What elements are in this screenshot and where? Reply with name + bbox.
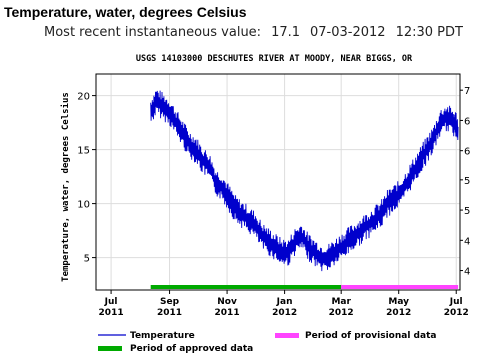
x-tick-year: 2011	[157, 308, 182, 318]
x-tick-month: May	[388, 297, 409, 307]
legend-label-provisional: Period of provisional data	[305, 331, 436, 341]
x-tick-month: Sep	[160, 297, 180, 307]
right-tick-label: 5	[464, 176, 470, 187]
recent-value-label: Most recent instantaneous value:	[44, 25, 262, 40]
right-tick-label: 6	[464, 147, 470, 158]
plot-frame	[95, 73, 461, 291]
y-tick-label: 20	[77, 92, 90, 103]
x-axis-ticks: Jul2011Sep2011Nov2011Jan2012Mar2012May20…	[99, 290, 469, 318]
right-tick-label: 6	[464, 116, 470, 127]
series-group	[150, 90, 459, 272]
chart-title: USGS 14103000 DESCHUTES RIVER AT MOODY, …	[136, 54, 413, 64]
x-tick-year: 2012	[386, 308, 411, 318]
x-tick-year: 2012	[272, 308, 297, 318]
right-axis-ticks: 7 6 6 5 5 4 4	[460, 86, 470, 278]
right-tick-label: 5	[464, 206, 470, 217]
recent-date: 07-03-2012	[310, 25, 386, 40]
legend-swatch-approved	[98, 346, 122, 351]
y-tick-label: 10	[77, 200, 90, 211]
legend-label-temperature: Temperature	[130, 331, 195, 341]
legend-swatch-provisional	[275, 333, 299, 338]
x-tick-month: Jan	[276, 297, 293, 307]
y-axis-label: Temperature, water, degrees Celsius	[60, 92, 71, 282]
x-tick-month: Jul	[449, 297, 463, 307]
y-tick-label: 5	[84, 254, 90, 265]
right-tick-label: 7	[464, 86, 470, 97]
x-tick-year: 2012	[444, 308, 469, 318]
legend-label-approved: Period of approved data	[130, 344, 253, 354]
right-tick-label: 4	[464, 236, 470, 247]
data-periods	[150, 285, 459, 289]
x-tick-year: 2011	[99, 308, 124, 318]
x-tick-year: 2012	[329, 308, 354, 318]
x-tick-year: 2011	[215, 308, 240, 318]
temperature-series-line	[150, 90, 459, 272]
recent-value: 17.1	[271, 25, 301, 40]
period-bar	[341, 285, 459, 289]
page-title: Temperature, water, degrees Celsius	[4, 4, 247, 20]
x-tick-month: Nov	[217, 297, 237, 307]
recent-value-line: Most recent instantaneous value: 17.1 07-0…	[44, 25, 473, 40]
recent-time: 12:30 PDT	[395, 25, 463, 40]
y-axis-ticks: 5 10 15 20	[77, 92, 96, 265]
y-tick-label: 15	[77, 146, 90, 157]
chart-legend: Temperature Period of provisional dataPer…	[98, 331, 436, 354]
period-bar	[150, 285, 342, 289]
right-tick-label: 4	[464, 267, 470, 278]
x-tick-month: Jul	[104, 297, 118, 307]
x-tick-month: Mar	[331, 297, 351, 307]
